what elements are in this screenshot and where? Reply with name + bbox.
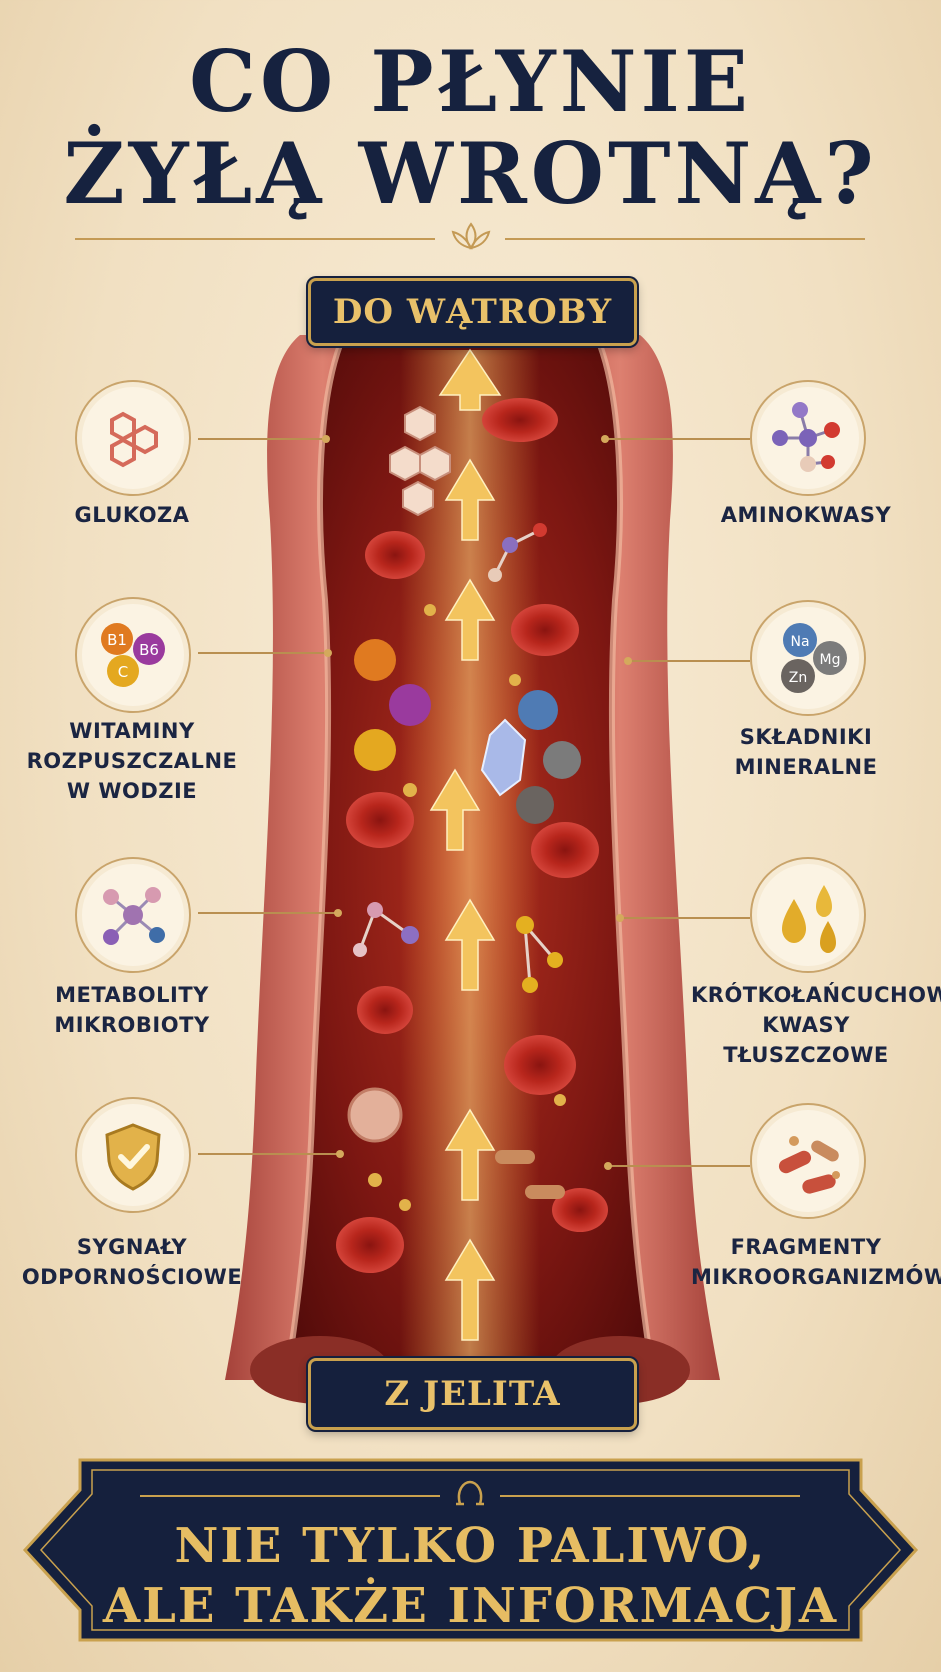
mineral-badge-na: Na [790, 634, 809, 650]
minerals-connector [624, 657, 750, 665]
scfa-connector [616, 914, 750, 922]
microbe-fragments-connector [604, 1162, 750, 1170]
vitamins-connector [198, 649, 332, 657]
from-intestine-label: Z JELITA [308, 1358, 637, 1430]
metabolites-connector [198, 909, 342, 917]
metabolites-circle [75, 857, 191, 973]
ornament-divider-left [75, 238, 435, 240]
metabolite-molecule-icon [103, 887, 165, 945]
microbe-fragments-circle [750, 1103, 866, 1219]
immune-signals-label: SYGNAŁY ODPORNOŚCIOWE [21, 1235, 243, 1289]
scfa-label: KRÓTKOŁAŃCUCHOWE KWASY TŁUSZCZOWE [691, 983, 941, 1067]
vitamin-badge-b1: B1 [107, 631, 127, 649]
vitamins-label: WITAMINY ROZPUSZCZALNE W WODZIE [26, 719, 238, 803]
immune-signals-connector [198, 1150, 344, 1158]
mineral-badge-mg: Mg [820, 652, 841, 668]
metabolites-label: METABOLITY MIKROBIOTY [54, 983, 210, 1037]
page-title-line-1: CO PŁYNIE [189, 32, 752, 131]
mineral-spheres-icon: Na Mg Zn [781, 623, 847, 693]
amino-acids-connector [601, 435, 750, 443]
lotus-ornament-icon [451, 222, 491, 250]
scfa-circle [750, 857, 866, 973]
fat-droplets-icon [782, 885, 836, 953]
glucose-connector [198, 435, 330, 443]
microbe-fragments-icon [778, 1136, 840, 1194]
vitamin-badge-c: C [118, 663, 128, 681]
glucose-label: GLUKOZA [74, 503, 190, 527]
banner-line-1: NIE TYLKO PALIWO, [174, 1518, 767, 1574]
vitamin-badge-b6: B6 [139, 641, 159, 659]
amino-acids-circle [750, 380, 866, 496]
glucose-hexagon-icon [110, 411, 158, 468]
banner-line-2: ALE TAKŻE INFORMACJA [102, 1578, 839, 1634]
omega-ornament-icon [456, 1480, 484, 1506]
shield-check-icon [105, 1123, 161, 1191]
vitamin-spheres-icon: B1 B6 C [101, 623, 165, 687]
glucose-circle [75, 380, 191, 496]
ornament-divider-right [505, 238, 865, 240]
to-liver-label: DO WĄTROBY [308, 278, 637, 346]
mineral-badge-zn: Zn [789, 670, 807, 686]
banner-frame [22, 1458, 919, 1642]
amino-acid-molecule-icon [772, 402, 840, 472]
microbe-fragments-label: FRAGMENTY MIKROORGANIZMÓW [691, 1235, 941, 1289]
minerals-label: SKŁADNIKI MINERALNE [734, 725, 878, 779]
page-title-line-2: ŻYŁĄ WROTNĄ? [63, 124, 878, 223]
immune-signals-circle [75, 1097, 191, 1213]
vitamins-circle: B1 B6 C [75, 597, 191, 713]
amino-acids-label: AMINOKWASY [720, 503, 892, 527]
minerals-circle: Na Mg Zn [750, 600, 866, 716]
bottom-banner: NIE TYLKO PALIWO, ALE TAKŻE INFORMACJA [20, 1450, 921, 1650]
